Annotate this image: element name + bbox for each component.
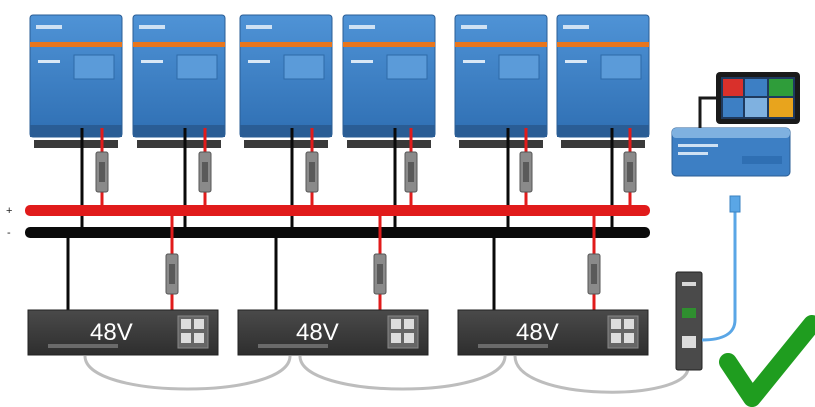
battery-fuses xyxy=(165,253,601,295)
battery-row: 48V 48V 48V xyxy=(27,309,649,356)
fuse-icon xyxy=(373,253,387,295)
battery-voltage-label: 48V xyxy=(516,319,559,346)
inverter-row xyxy=(29,14,650,148)
inverter-icon xyxy=(132,14,226,148)
battery-icon: 48V xyxy=(457,309,649,356)
fuse-icon xyxy=(623,151,637,193)
negative-polarity-label: - xyxy=(7,227,11,239)
battery-voltage-label: 48V xyxy=(296,319,339,346)
network-cable xyxy=(701,200,737,342)
positive-polarity-label: + xyxy=(6,205,12,217)
gx-controller-icon xyxy=(671,127,791,177)
bms-module-icon xyxy=(675,271,703,371)
dc-busbars xyxy=(25,205,650,238)
fuse-icon xyxy=(305,151,319,193)
display-cable xyxy=(698,96,716,128)
inverter-icon xyxy=(239,14,333,148)
fuse-icon xyxy=(95,151,109,193)
inverter-icon xyxy=(342,14,436,148)
fuse-icon xyxy=(587,253,601,295)
fuse-icon xyxy=(165,253,179,295)
bms-cable xyxy=(513,355,690,394)
inverter-icon xyxy=(556,14,650,148)
inverter-fuses xyxy=(95,151,637,193)
bms-cables xyxy=(83,355,690,394)
positive-busbar xyxy=(25,205,650,216)
inverter-icon xyxy=(454,14,548,148)
checkmark-icon xyxy=(719,315,815,407)
inverter-icon xyxy=(29,14,123,148)
bms-cable xyxy=(298,355,507,391)
network-plug xyxy=(729,195,741,213)
battery-icon: 48V xyxy=(27,309,219,356)
battery-voltage-label: 48V xyxy=(90,319,133,346)
fuse-icon xyxy=(404,151,418,193)
fuse-icon xyxy=(519,151,533,193)
touch-display-icon xyxy=(716,72,800,124)
bms-cable xyxy=(83,355,292,391)
fuse-icon xyxy=(198,151,212,193)
negative-busbar xyxy=(25,227,650,238)
battery-icon: 48V xyxy=(237,309,429,356)
